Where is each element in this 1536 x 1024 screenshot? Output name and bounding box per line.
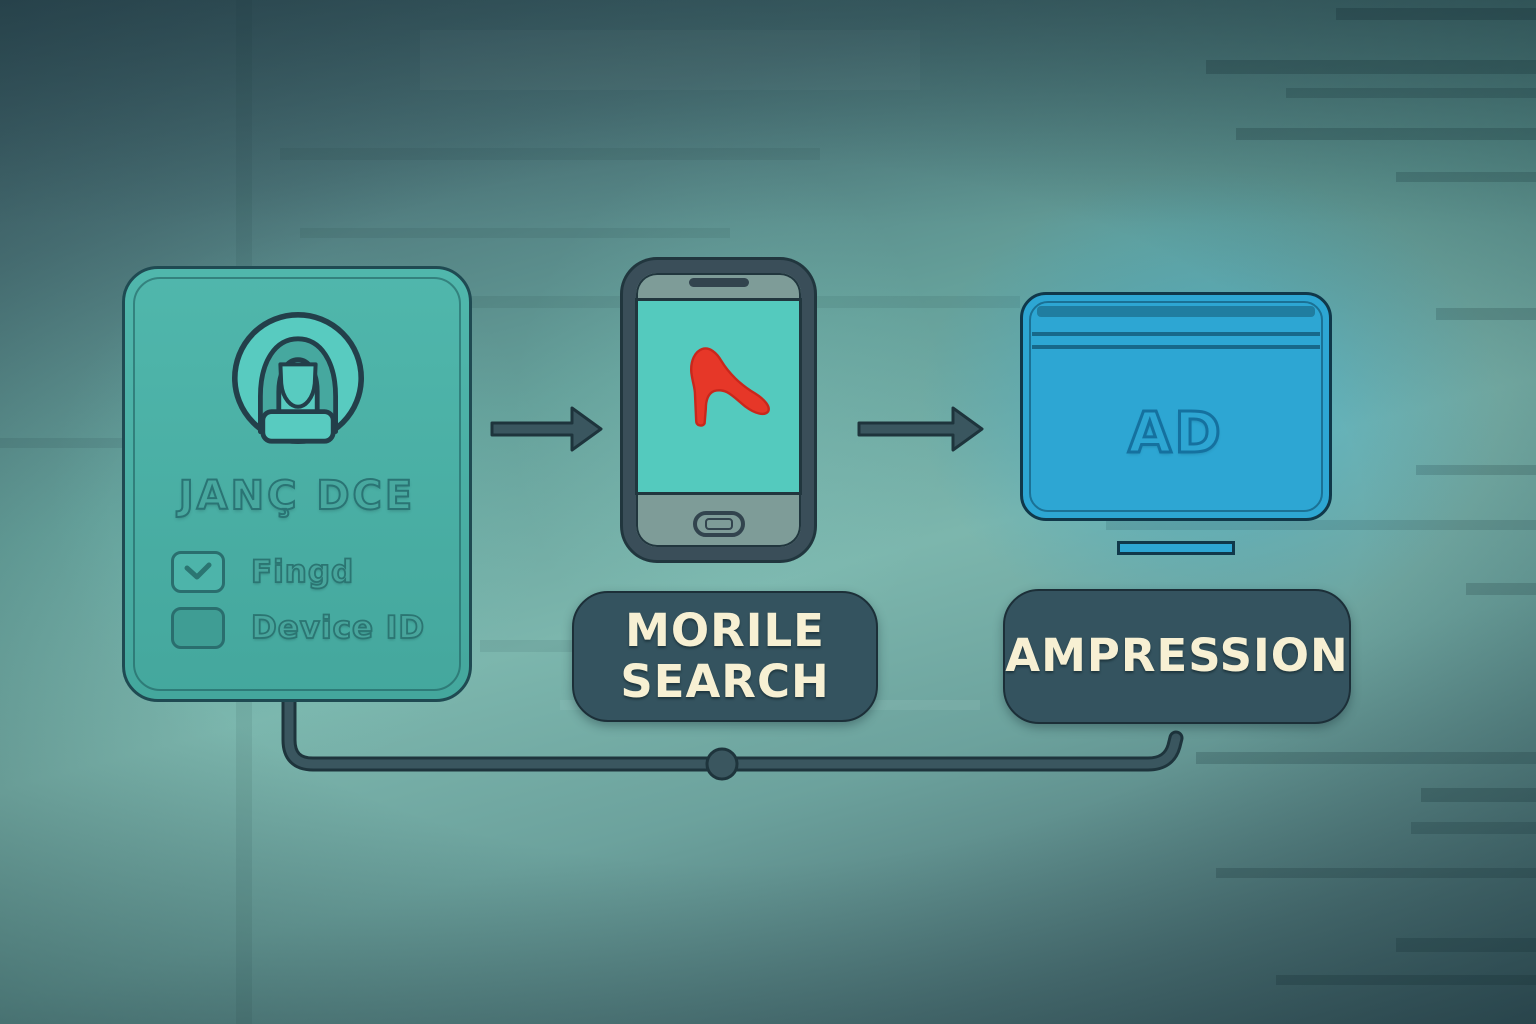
fingerprint-check-row: Fingd xyxy=(171,551,354,593)
ad-label: AD xyxy=(1127,400,1224,468)
phone-home-button xyxy=(692,511,745,537)
mobile-search-line1: MORILE xyxy=(625,604,825,658)
browser-toolbar-rule xyxy=(1032,332,1320,336)
impression-text: AMPRESSION xyxy=(1005,629,1349,683)
ad-content-area: AD xyxy=(1023,349,1329,518)
user-profile-card: JANÇ DCE Fingd Device ID xyxy=(122,266,472,702)
user-name: JANÇ DCE xyxy=(178,472,416,520)
card-inner-border xyxy=(133,277,461,691)
device-id-check-row: Device ID xyxy=(171,607,425,649)
high-heel-shoe-icon xyxy=(689,346,770,427)
browser-title-band xyxy=(1037,306,1315,317)
phone-speaker xyxy=(688,278,749,287)
device-id-checkbox xyxy=(171,607,225,649)
ad-browser-window: AD xyxy=(1020,292,1332,521)
phone-home-button-inner xyxy=(704,518,733,530)
device-id-checkbox-label: Device ID xyxy=(250,609,426,647)
fingerprint-checkbox xyxy=(171,551,225,593)
browser-inner-border xyxy=(1029,301,1323,512)
fingerprint-checkbox-label: Fingd xyxy=(250,553,355,591)
mobile-phone xyxy=(623,260,814,560)
browser-content-rule xyxy=(1032,345,1320,349)
phone-screen xyxy=(635,298,802,495)
mobile-search-label: MORILE SEARCH xyxy=(572,591,878,722)
right-arrow-icon xyxy=(490,406,603,452)
monitor-stand xyxy=(1117,541,1235,555)
impression-label: AMPRESSION xyxy=(1003,589,1351,724)
check-icon xyxy=(184,562,212,580)
connector-node-dot xyxy=(705,747,739,781)
woman-avatar-icon xyxy=(232,312,364,444)
mobile-search-line2: SEARCH xyxy=(620,654,830,708)
right-arrow-icon xyxy=(857,406,984,452)
